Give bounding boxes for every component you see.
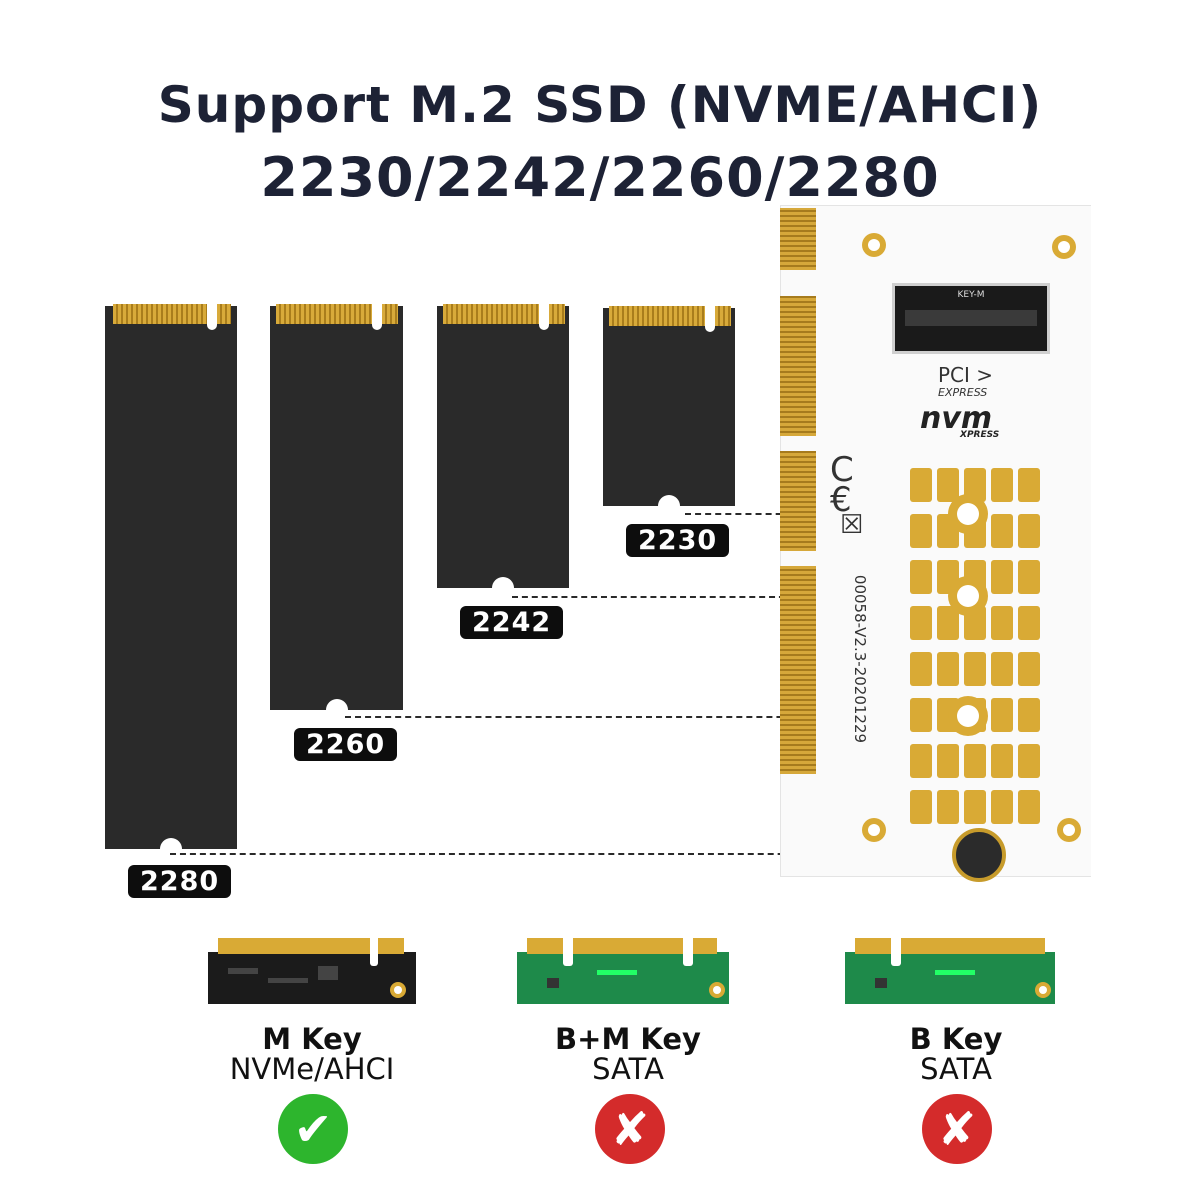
page-subtitle: 2230/2242/2260/2280	[260, 146, 940, 209]
pcie-gold-fingers-mid1	[780, 296, 816, 436]
thermal-pad	[991, 790, 1013, 824]
board-hole	[1052, 235, 1076, 259]
thermal-pad	[1018, 790, 1040, 824]
pcie-gold-fingers-top	[780, 208, 816, 270]
board-version-text: 00058-V2.3-20201229	[851, 574, 869, 744]
pcie-gold-fingers-bottom	[780, 566, 816, 774]
thermal-pad	[910, 468, 932, 502]
thermal-pad	[910, 514, 932, 548]
board-hole	[1057, 818, 1081, 842]
ce-mark-icon: C	[830, 450, 854, 490]
ce-mark-icon-2: €	[830, 480, 852, 520]
thermal-pad	[937, 744, 959, 778]
thermal-pad	[937, 790, 959, 824]
nvm-express-logo: nvm XPRESS	[920, 401, 1000, 440]
check-icon: ✔	[278, 1094, 348, 1164]
thermal-pad	[910, 790, 932, 824]
ssd-2230	[603, 306, 735, 517]
bm-key-connector-image	[517, 938, 729, 1004]
mount-hole-2242	[948, 576, 988, 616]
board-hole	[862, 818, 886, 842]
ssd-2242	[437, 304, 569, 599]
mount-hole-2260	[948, 696, 988, 736]
thermal-pad	[937, 468, 959, 502]
key-protocol-m: NVMe/AHCI	[229, 1052, 395, 1086]
thermal-pad	[910, 698, 932, 732]
slot-label: KEY-M	[957, 290, 985, 300]
thermal-pad	[1018, 560, 1040, 594]
cross-icon: ✘	[922, 1094, 992, 1164]
thermal-pad	[991, 560, 1013, 594]
m-key-connector-image	[208, 938, 416, 1004]
thermal-pad	[1018, 698, 1040, 732]
board-hole	[862, 233, 886, 257]
thermal-pad	[1018, 468, 1040, 502]
size-badge-2242: 2242	[460, 606, 564, 639]
thermal-pad	[991, 698, 1013, 732]
thermal-pad	[910, 652, 932, 686]
thermal-pad	[1018, 514, 1040, 548]
pcie-logo: PCI > EXPRESS	[938, 363, 994, 399]
thermal-pad	[937, 606, 959, 640]
key-name-bm: B+M Key	[555, 1022, 701, 1056]
thermal-pad	[991, 744, 1013, 778]
thermal-pad	[991, 652, 1013, 686]
size-badge-2230: 2230	[626, 524, 730, 557]
thermal-pad	[991, 606, 1013, 640]
size-badge-2260: 2260	[294, 728, 398, 761]
thermal-pad	[991, 468, 1013, 502]
thermal-pad	[964, 790, 986, 824]
thermal-pad	[964, 652, 986, 686]
thermal-pad	[1018, 606, 1040, 640]
page-title: Support M.2 SSD (NVME/AHCI)	[157, 76, 1043, 134]
guide-line-2260	[345, 716, 953, 718]
key-protocol-bm: SATA	[592, 1052, 664, 1086]
thermal-pad	[1018, 652, 1040, 686]
thermal-pad	[910, 744, 932, 778]
key-name-m: M Key	[262, 1022, 362, 1056]
cross-icon: ✘	[595, 1094, 665, 1164]
ssd-2280	[105, 304, 237, 860]
thermal-pad-area	[906, 464, 1042, 838]
guide-line-2280	[170, 853, 953, 855]
ssd-2260	[270, 304, 403, 721]
thermal-pad	[937, 652, 959, 686]
mount-screw-2280	[952, 828, 1006, 882]
guide-line-2242	[512, 596, 953, 598]
weee-bin-icon: ☒	[840, 510, 864, 540]
thermal-pad	[964, 468, 986, 502]
thermal-pad	[964, 744, 986, 778]
key-name-b: B Key	[909, 1022, 1003, 1056]
mount-hole-2230	[948, 494, 988, 534]
thermal-pad	[991, 514, 1013, 548]
thermal-pad	[1018, 744, 1040, 778]
thermal-pad	[910, 606, 932, 640]
thermal-pad	[910, 560, 932, 594]
m2-slot: KEY-M	[892, 283, 1050, 354]
b-key-connector-image	[845, 938, 1055, 1004]
key-protocol-b: SATA	[920, 1052, 992, 1086]
pcie-gold-fingers-mid2	[780, 451, 816, 551]
size-badge-2280: 2280	[128, 865, 232, 898]
